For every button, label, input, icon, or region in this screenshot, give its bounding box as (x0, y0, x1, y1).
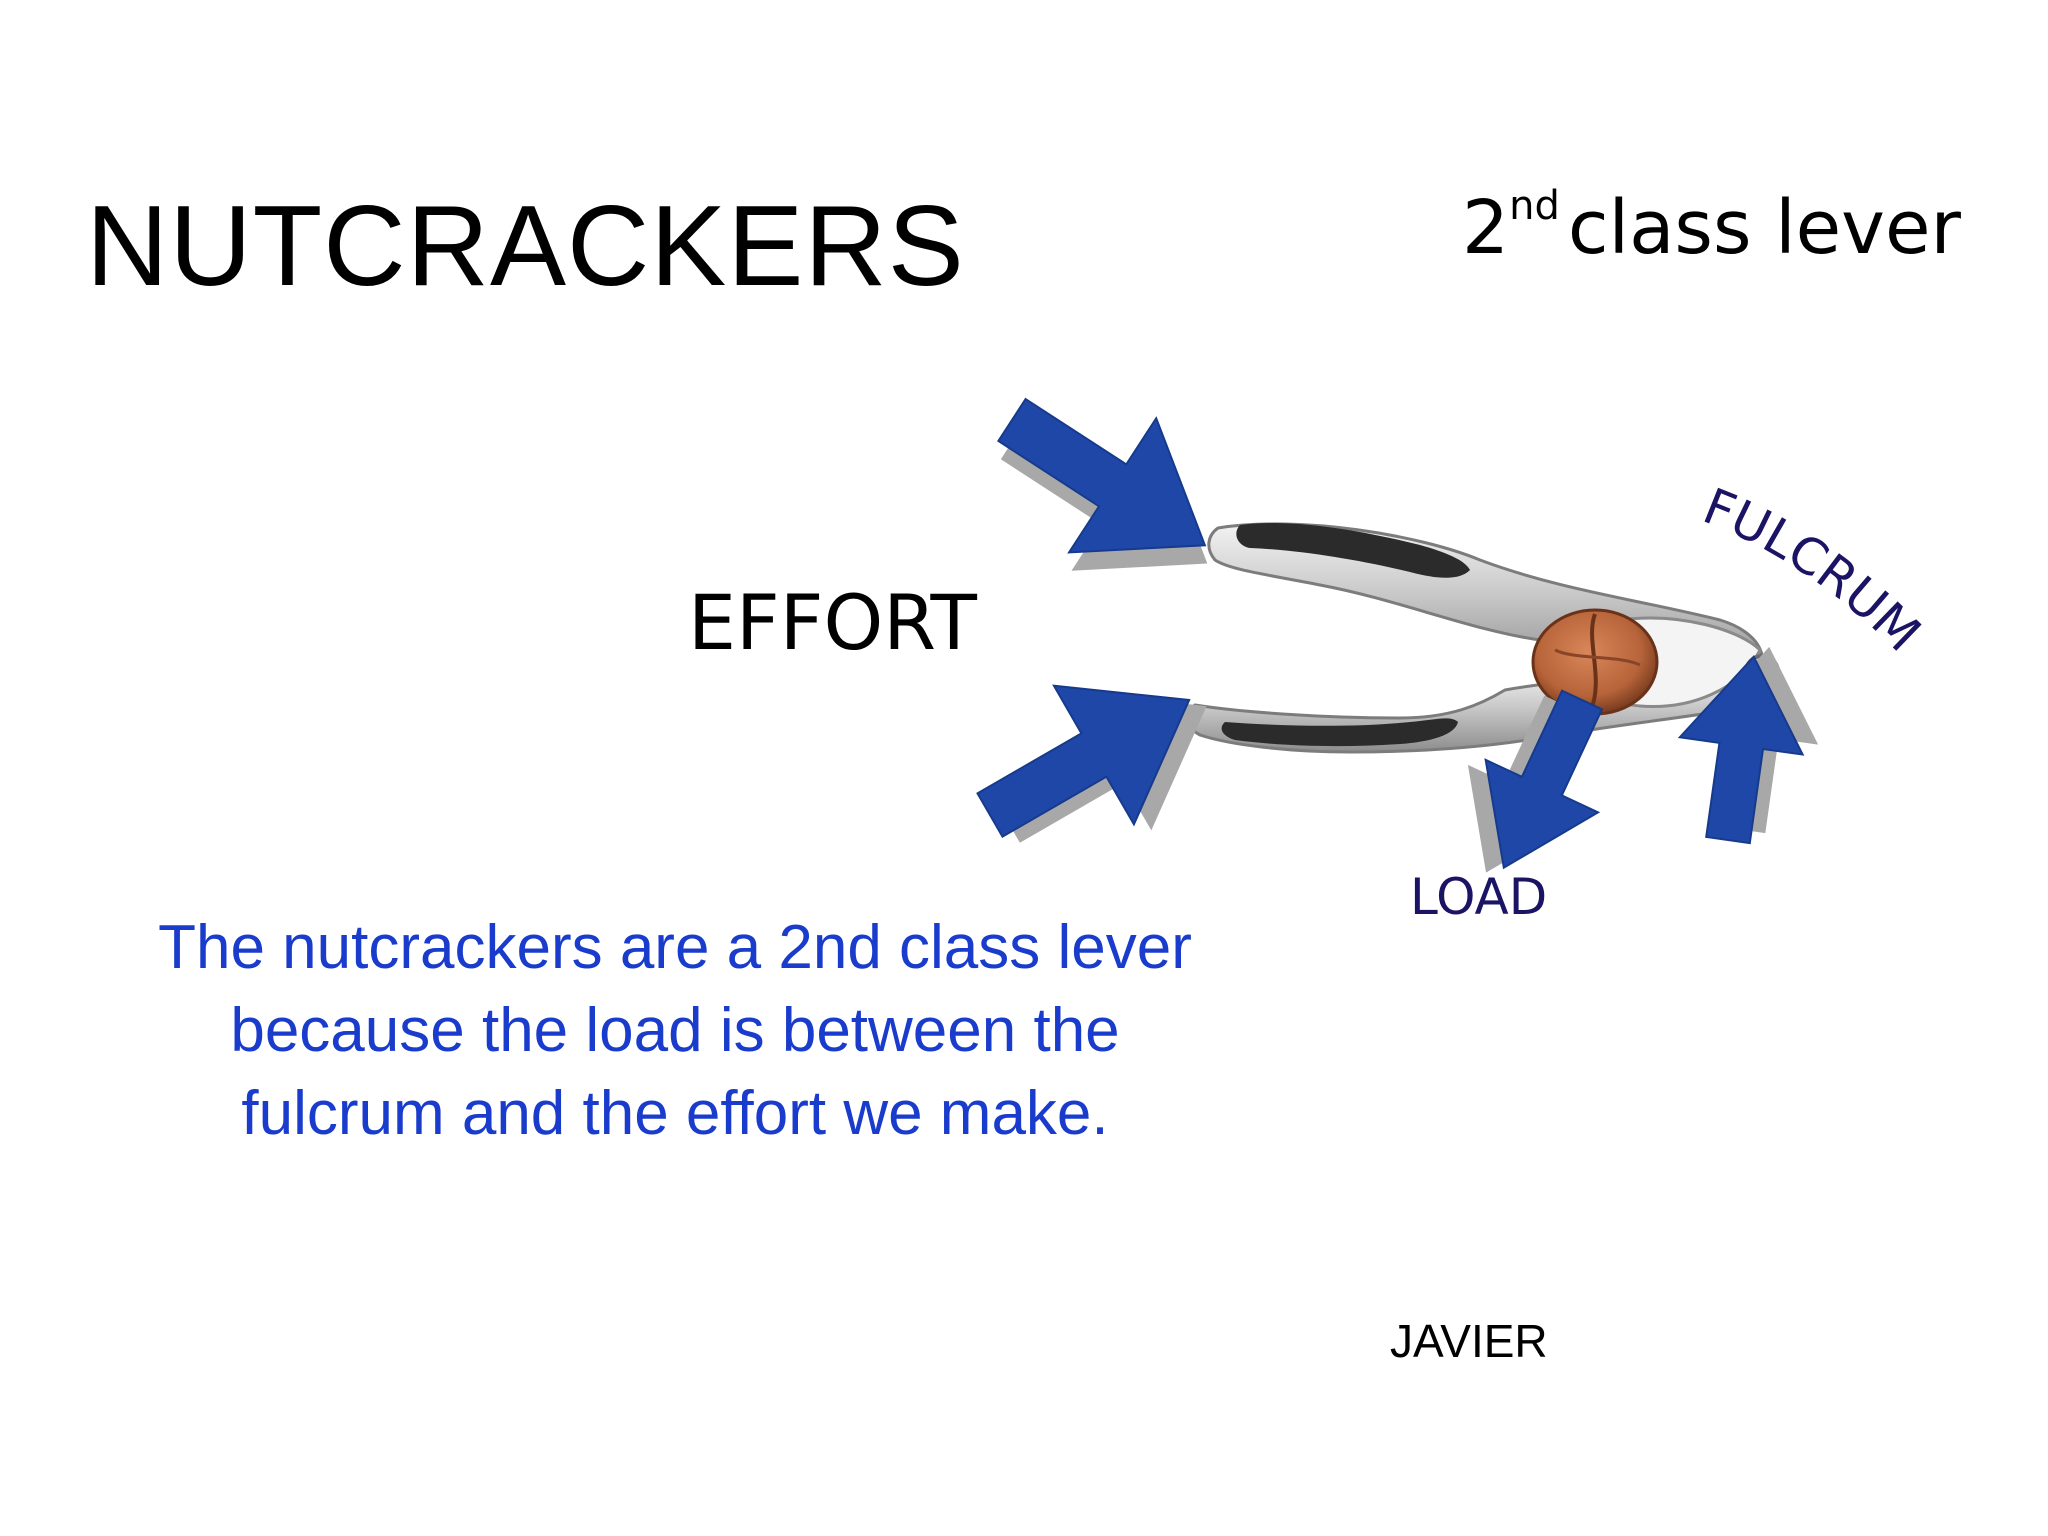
author-name: JAVIER (1390, 1315, 1548, 1367)
load-label: LOAD (1410, 868, 1548, 926)
effort-arrow-upper (997, 397, 1208, 571)
subtitle-rest: class lever (1567, 185, 1961, 271)
slide-title: NUTCRACKERS (86, 183, 965, 310)
upper-grip (1236, 522, 1470, 578)
fulcrum-arrow (1677, 646, 1819, 845)
effort-arrow-lower (976, 684, 1207, 843)
explanation-text: The nutcrackers are a 2nd class lever be… (158, 913, 1192, 1148)
nutcracker-image (1185, 522, 1780, 754)
subtitle-suffix: nd (1509, 183, 1560, 229)
subtitle-number: 2 (1462, 185, 1510, 271)
load-arrow (1467, 689, 1604, 873)
lower-grip (1221, 718, 1458, 747)
effort-label: EFFORT (688, 578, 977, 667)
